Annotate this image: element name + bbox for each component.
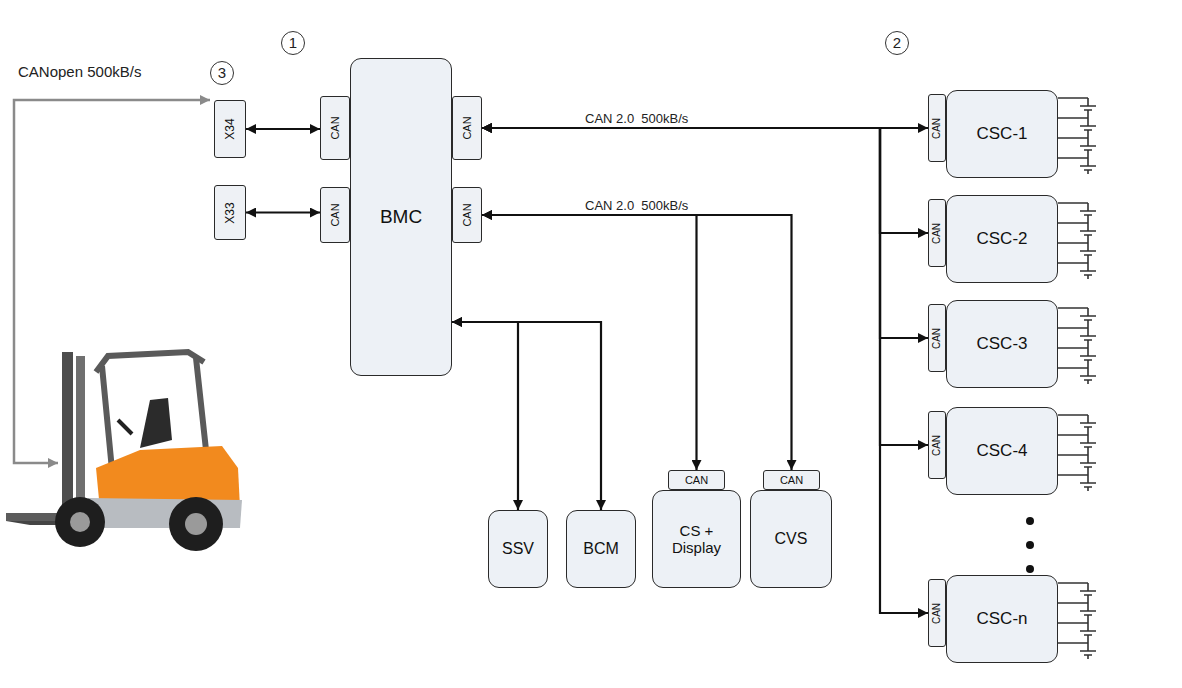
can-port: CAN bbox=[928, 411, 946, 479]
node-text: CAN bbox=[932, 117, 943, 138]
node-text: CSC-1 bbox=[976, 124, 1027, 144]
cell-controller: CSC-3 bbox=[946, 300, 1058, 388]
cell-controller: CSC-1 bbox=[946, 90, 1058, 178]
module-box: CS + Display bbox=[652, 490, 741, 588]
mast bbox=[62, 352, 73, 524]
node-text: CAN bbox=[329, 116, 341, 139]
node-text: CAN bbox=[329, 203, 341, 226]
module-box: SSV bbox=[488, 510, 548, 588]
canopen-wire bbox=[14, 100, 210, 463]
cell-controller: CSC-n bbox=[946, 575, 1058, 663]
connector-plug: X33 bbox=[214, 185, 246, 240]
node-text: CSC-n bbox=[976, 609, 1027, 629]
can-port: CAN bbox=[452, 96, 482, 160]
forklift-illustration bbox=[6, 352, 242, 551]
can-port: CAN bbox=[928, 199, 946, 267]
node-text: CAN bbox=[932, 602, 943, 623]
node-text: CS + Display bbox=[659, 522, 734, 556]
node-text: CSC-4 bbox=[976, 441, 1027, 461]
node-text: CAN bbox=[932, 327, 943, 348]
steering-wheel bbox=[118, 420, 132, 434]
node-text: CAN bbox=[932, 434, 943, 455]
wheel bbox=[55, 497, 105, 547]
node-text: CSC-3 bbox=[976, 334, 1027, 354]
node-text: CAN bbox=[780, 474, 803, 486]
cell-controller: CSC-4 bbox=[946, 407, 1058, 495]
cell-panel: 2CANCSC-1CANCSC-2CANCSC-3CANCSC-4CANCSC-… bbox=[866, 18, 1170, 680]
label-holder: 3 bbox=[210, 61, 234, 85]
label-holder: CANopen 500kB/s bbox=[18, 63, 141, 81]
system-panel: 1BMC CAN CAN CAN CAN SSV BCM CAN CS + Display CAN… bbox=[262, 18, 858, 680]
callout-number: 3 bbox=[210, 61, 234, 85]
node-text: SSV bbox=[502, 540, 534, 558]
can-port: CAN bbox=[668, 470, 725, 490]
can-port: CAN bbox=[928, 304, 946, 372]
bus-label: CANopen 500kB/s bbox=[18, 63, 141, 80]
node-text: CAN bbox=[461, 116, 473, 139]
node-text: BMC bbox=[380, 206, 422, 228]
node-text: CAN bbox=[932, 222, 943, 243]
node-text: BCM bbox=[583, 540, 619, 558]
bus-label: CAN 2.0 500kB/s bbox=[585, 111, 688, 126]
label-holder: CAN 2.0 500kB/s bbox=[585, 196, 688, 214]
label-holder: CAN 2.0 500kB/s bbox=[585, 109, 688, 127]
can-port: CAN bbox=[928, 579, 946, 647]
connector-plug: X34 bbox=[214, 100, 246, 158]
node-text: CAN bbox=[685, 474, 708, 486]
can-port: CAN bbox=[320, 187, 350, 243]
module-box: BCM bbox=[566, 510, 636, 588]
callout-number: 2 bbox=[885, 31, 909, 55]
can-port: CAN bbox=[928, 94, 946, 162]
wheel-hub bbox=[70, 512, 90, 532]
seat bbox=[140, 398, 172, 448]
node-text: X34 bbox=[223, 118, 237, 139]
controller-box: BMC bbox=[350, 58, 452, 376]
can-port: CAN bbox=[763, 470, 820, 490]
node-text: CAN bbox=[461, 203, 473, 226]
node-text: CSC-2 bbox=[976, 229, 1027, 249]
node-text: X33 bbox=[223, 202, 237, 223]
bus-label: CAN 2.0 500kB/s bbox=[585, 198, 688, 213]
cell-controller: CSC-2 bbox=[946, 195, 1058, 283]
can-port: CAN bbox=[452, 187, 482, 243]
can-port: CAN bbox=[320, 96, 350, 160]
overhead-guard bbox=[96, 352, 204, 372]
module-box: CVS bbox=[750, 490, 832, 588]
wheel-hub bbox=[185, 513, 207, 535]
node-text: CVS bbox=[775, 530, 808, 548]
wheel bbox=[169, 497, 223, 551]
callout-number: 1 bbox=[281, 31, 305, 55]
